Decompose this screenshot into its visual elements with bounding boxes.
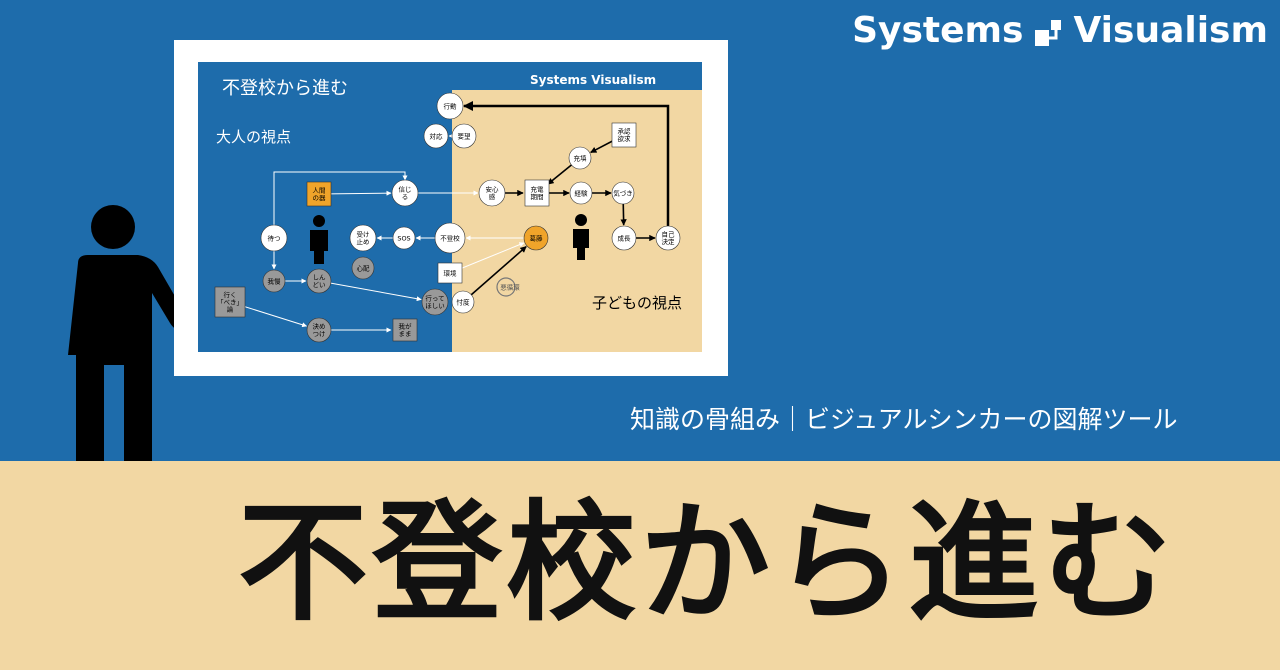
node-ningen: 人間の器 — [306, 181, 332, 207]
node-label-matsu: 待つ — [268, 233, 281, 242]
node-kimetsuke: 決めつけ — [306, 317, 332, 343]
main-title: 不登校から進む — [238, 487, 1177, 639]
node-label-juuden: 充電期間 — [531, 185, 545, 201]
brand-name-right: Visualism — [1073, 10, 1268, 51]
node-gaman: 我慢 — [262, 269, 286, 293]
node-akushunkan: 悪循環 — [496, 277, 520, 297]
node-sontaku: 忖度 — [451, 290, 475, 314]
node-label-gaman: 我慢 — [268, 276, 282, 285]
diagram-canvas: 不登校から進む Systems Visualism 大人の視点 子どもの視点 行… — [198, 62, 702, 352]
node-taiou: 対応 — [423, 123, 449, 149]
diagram-brand: Systems Visualism — [530, 73, 656, 87]
node-label-sontaku: 忖度 — [457, 297, 471, 306]
node-label-kimetsuke: 決めつけ — [313, 322, 326, 338]
node-label-kattou: 葛藤 — [530, 233, 544, 242]
node-label-juuten: 充填 — [574, 153, 588, 162]
adult-view-label: 大人の視点 — [216, 128, 291, 146]
child-view-label: 子どもの視点 — [592, 294, 682, 312]
whiteboard: 不登校から進む Systems Visualism 大人の視点 子どもの視点 行… — [174, 40, 728, 376]
node-seichou: 成長 — [611, 225, 637, 251]
title-band — [0, 461, 1280, 670]
brand-name-left: Systems — [852, 10, 1024, 51]
node-label-akushunkan: 悪循環 — [500, 282, 520, 291]
node-koudou: 行動 — [436, 92, 464, 120]
subtitle: 知識の骨組み｜ビジュアルシンカーの図解ツール — [630, 405, 1178, 434]
node-shounin: 承認欲求 — [611, 122, 637, 148]
edge-shindoi-ittehoshii — [318, 280, 422, 302]
node-keiken: 経験 — [569, 181, 593, 205]
node-kattou: 葛藤 — [523, 225, 549, 251]
node-label-shindoi: しんどい — [313, 274, 327, 289]
edge-kankyou-kattou — [449, 242, 525, 274]
brand-logo: Systems Visualism — [852, 10, 1268, 51]
node-label-shinjiru: 信じる — [399, 185, 412, 201]
node-juuden: 充電期間 — [524, 179, 550, 207]
node-ittehoshii: 行ってほしい — [421, 288, 449, 316]
node-shinpai: 心配 — [351, 256, 375, 280]
node-label-wagamama: 我がまま — [399, 322, 413, 338]
node-label-futoukou: 不登校 — [440, 233, 460, 242]
child-figure-icon — [573, 214, 589, 260]
node-label-youbou: 要望 — [458, 131, 472, 140]
node-beki: 行く「べき」論 — [214, 286, 246, 318]
node-label-shinpai: 心配 — [357, 264, 371, 272]
node-label-kankyou: 環境 — [444, 268, 458, 277]
node-label-sos: SOS — [397, 234, 410, 242]
node-label-uketome: 受け止め — [357, 230, 370, 246]
node-label-anshin: 安心感 — [486, 185, 500, 201]
node-label-beki: 行く「べき」論 — [217, 290, 243, 313]
diagram-title: 不登校から進む — [222, 78, 348, 99]
node-futoukou: 不登校 — [434, 222, 466, 254]
node-label-ittehoshii: 行ってほしい — [425, 294, 445, 310]
node-label-shounin: 承認欲求 — [618, 127, 632, 143]
node-label-ningen: 人間の器 — [313, 187, 327, 202]
node-jiko: 自己決定 — [655, 225, 681, 251]
brand-strip — [452, 62, 702, 90]
node-juuten: 充填 — [568, 146, 592, 170]
node-shinjiru: 信じる — [391, 179, 419, 207]
node-matsu: 待つ — [260, 224, 288, 252]
node-label-kizuki: 気づき — [613, 188, 633, 197]
presenter-head — [91, 205, 135, 249]
node-label-koudou: 行動 — [444, 101, 458, 110]
node-kankyou: 環境 — [437, 262, 463, 284]
node-wagamama: 我がまま — [392, 318, 418, 342]
node-label-jiko: 自己決定 — [662, 230, 676, 246]
node-uketome: 受け止め — [349, 224, 377, 252]
node-label-keiken: 経験 — [575, 188, 589, 197]
edge-sontaku-kattou — [462, 245, 527, 303]
node-label-seichou: 成長 — [618, 233, 632, 242]
node-sos: SOS — [392, 226, 416, 250]
node-label-taiou: 対応 — [430, 131, 444, 140]
node-youbou: 要望 — [451, 123, 477, 149]
adult-figure-icon — [310, 215, 328, 264]
edge-jiko-koudou — [463, 101, 670, 226]
systems-logo-icon — [1033, 16, 1063, 46]
node-anshin: 安心感 — [478, 179, 506, 207]
edge-matsu-shinjiru — [273, 171, 408, 225]
node-kizuki: 気づき — [611, 181, 635, 205]
node-shindoi: しんどい — [306, 268, 332, 294]
